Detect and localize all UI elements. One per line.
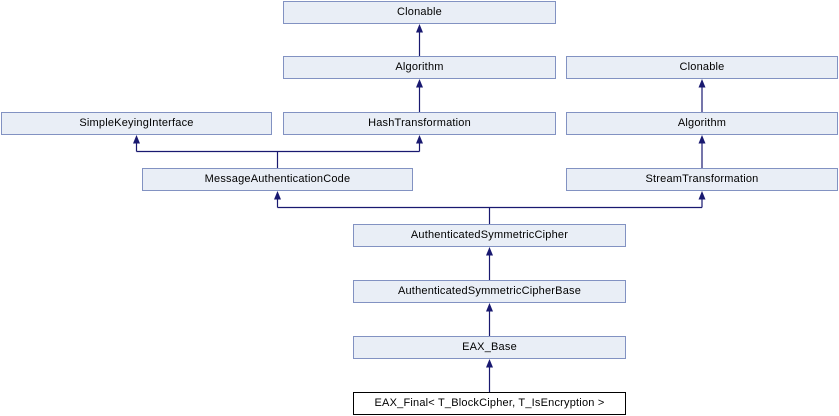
class-node-algorithm-right[interactable]: Algorithm (566, 112, 838, 135)
arrowhead-to-simple-keying (133, 135, 140, 144)
arrow-line-asc-to-parents (276, 198, 703, 224)
arrowhead-to-asc (486, 247, 493, 256)
class-node-authenticated-symmetric-cipher-base[interactable]: AuthenticatedSymmetricCipherBase (353, 280, 626, 303)
class-node-eax-final-current: EAX_Final< T_BlockCipher, T_IsEncryption… (353, 392, 626, 415)
class-node-authenticated-symmetric-cipher[interactable]: AuthenticatedSymmetricCipher (353, 224, 626, 247)
class-node-eax-base[interactable]: EAX_Base (353, 336, 626, 359)
arrowhead-to-stream-transform (698, 191, 706, 200)
class-node-simple-keying-interface[interactable]: SimpleKeyingInterface (1, 112, 272, 135)
arrowhead-to-mac (274, 191, 281, 200)
arrowhead-to-asc-base (486, 303, 493, 312)
class-node-stream-transformation[interactable]: StreamTransformation (566, 168, 838, 191)
class-node-algorithm-center[interactable]: Algorithm (283, 56, 556, 79)
arrow-line-mac-to-parents (135, 142, 421, 168)
class-node-hash-transformation[interactable]: HashTransformation (283, 112, 556, 135)
class-node-clonable-right[interactable]: Clonable (566, 56, 838, 79)
arrowhead-to-eax-base (486, 359, 493, 368)
class-node-clonable-top[interactable]: Clonable (283, 1, 556, 24)
arrowhead-to-algorithm-right (698, 135, 706, 144)
class-node-message-authentication-code[interactable]: MessageAuthenticationCode (142, 168, 413, 191)
arrowhead-to-clonable-top (416, 24, 423, 33)
arrowhead-to-clonable-right (698, 79, 706, 88)
arrowhead-to-hash-transform (416, 135, 423, 144)
arrowhead-to-algorithm-center (416, 79, 423, 88)
